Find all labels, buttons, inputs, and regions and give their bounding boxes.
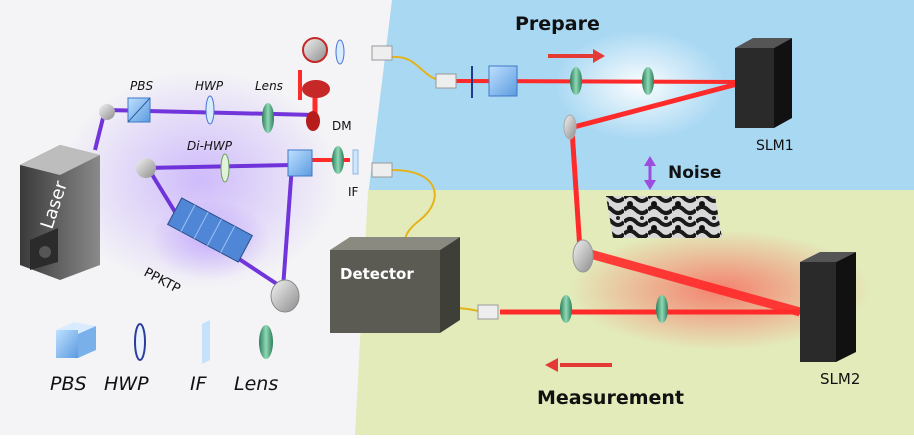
laser-body: Laser (20, 145, 100, 280)
lens-measurement-1 (560, 295, 572, 323)
hwp-top-right (335, 39, 345, 65)
waveplate-icon (134, 323, 146, 361)
dichroic-mirror (302, 80, 330, 131)
dm-label: DM (332, 119, 352, 133)
noise-arrow-icon (644, 156, 656, 190)
slm2-label: SLM2 (820, 370, 860, 388)
pbs-cube (127, 97, 151, 123)
pbs-cube-middle (287, 149, 313, 177)
mirror-crystal (136, 158, 156, 178)
slm2-device (800, 252, 856, 362)
detector-box (330, 237, 460, 333)
slm1-device (735, 38, 792, 128)
di-hwp-plate (220, 153, 230, 183)
fiber-coupler-bottom (477, 304, 499, 320)
if-filter (352, 149, 359, 175)
noise-label: Noise (668, 163, 721, 183)
lens-top (262, 103, 274, 133)
detector-label: Detector (340, 265, 414, 283)
lens-measurement-2 (656, 295, 668, 323)
mirror-laser (99, 104, 115, 120)
fiber-coupler-middle (371, 162, 393, 178)
if-label: IF (348, 185, 359, 199)
filter-icon (202, 320, 210, 364)
prepare-arrow-icon (548, 49, 605, 63)
legend-label: HWP (104, 373, 149, 395)
lens-icon (259, 325, 273, 359)
mirror-bottom (270, 279, 300, 313)
fiber-coupler-top (371, 45, 393, 61)
lens-label-top: Lens (255, 79, 283, 93)
legend-lens: Lens (234, 325, 278, 395)
legend: PBS HWP IF Lens (50, 320, 278, 395)
cube-icon (56, 322, 96, 358)
mirror-top (302, 37, 328, 63)
legend-label: IF (190, 373, 208, 395)
slm1-label: SLM1 (756, 138, 794, 154)
measurement-arrow-icon (545, 358, 612, 372)
legend-label: Lens (234, 373, 278, 395)
pbs-label-top: PBS (130, 79, 153, 93)
legend-if: IF (190, 320, 210, 395)
legend-hwp: HWP (104, 323, 149, 395)
mirror-prepare (563, 114, 577, 140)
ppktp-crystal (166, 197, 254, 263)
noise-phase-screen (606, 196, 722, 238)
prepare-label: Prepare (515, 13, 600, 35)
lens-prepare-1 (570, 67, 582, 95)
legend-label: PBS (50, 373, 87, 395)
mirror-measurement (572, 239, 594, 273)
fiber-coupler-prepare (435, 73, 457, 89)
measurement-label: Measurement (537, 387, 684, 409)
legend-pbs: PBS (50, 322, 96, 395)
lens-middle (332, 146, 344, 174)
laser-connector-icon (39, 246, 51, 258)
hwp-label-top: HWP (195, 79, 224, 93)
lens-prepare-2 (642, 67, 654, 95)
hwp-plate (205, 95, 215, 125)
pbs-cube-prepare (488, 65, 518, 97)
di-hwp-label: Di-HWP (187, 139, 233, 153)
